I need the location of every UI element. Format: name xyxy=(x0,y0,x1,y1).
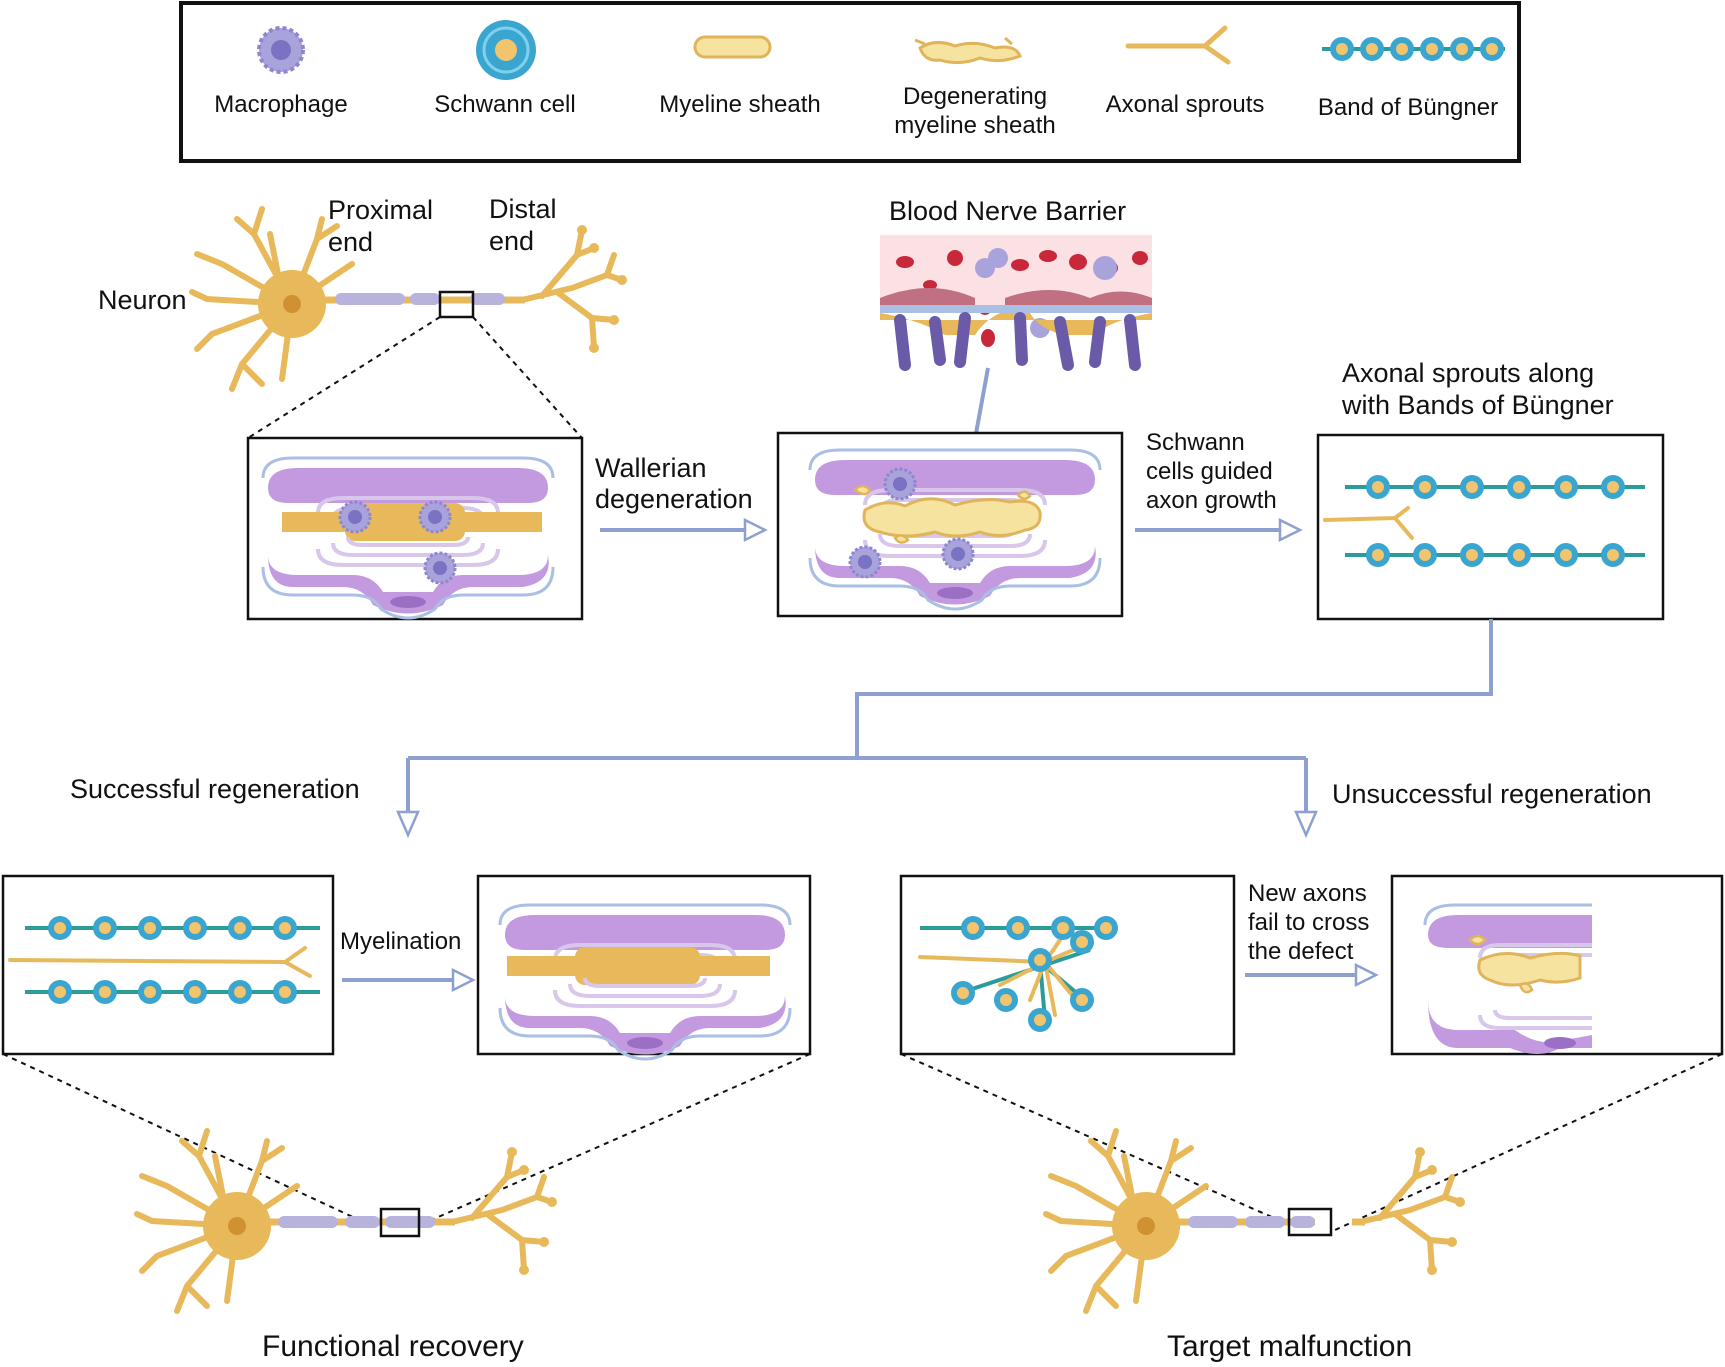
degenerating-myeline-icon xyxy=(914,36,1022,65)
distal-label-2: end xyxy=(489,226,535,256)
blood-nerve-barrier-illustration xyxy=(880,235,1152,371)
legend xyxy=(179,1,1521,163)
panel-remyelinated xyxy=(476,874,812,1061)
fail-arrowhead xyxy=(1354,962,1379,988)
neuron-label: Neuron xyxy=(98,285,187,315)
myeline-sheath-icon xyxy=(693,35,772,59)
legend-label-degenerating-1: Degenerating xyxy=(902,83,1048,110)
target-malfunction-label: Target malfunction xyxy=(1167,1330,1413,1363)
schwann-guided-label-2: cells guided xyxy=(1146,458,1273,485)
schwann-guided-label-1: Schwann xyxy=(1146,429,1245,456)
proximal-label-2: end xyxy=(328,227,374,257)
neuron-target-malfunction xyxy=(1046,1131,1465,1311)
legend-label-degenerating-2: myeline sheath xyxy=(894,112,1056,139)
schwann-guided-label-3: axon growth xyxy=(1146,487,1277,514)
myelination-label: Myelination xyxy=(340,928,462,955)
panel-successful-bands xyxy=(1,874,335,1056)
macrophage-icon xyxy=(257,26,305,74)
wallerian-label-1: Wallerian xyxy=(595,453,707,483)
panel-failed-degeneration xyxy=(1390,874,1724,1056)
fail-label-1: New axons xyxy=(1248,880,1367,907)
axonal-sprouts-label-2: with Bands of Büngner xyxy=(1342,390,1614,420)
blood-nerve-barrier-label: Blood Nerve Barrier xyxy=(889,196,1127,226)
neuron-functional-recovery xyxy=(137,1131,557,1311)
neuron-top xyxy=(192,209,627,439)
unsuccessful-regeneration-label: Unsuccessful regeneration xyxy=(1332,779,1652,809)
myelination-arrowhead xyxy=(451,967,476,993)
distal-label-1: Distal xyxy=(489,194,557,224)
panel-intact-axon xyxy=(246,436,584,621)
bottom-zoom-lines xyxy=(2,1053,1723,1231)
fail-label-2: fail to cross xyxy=(1248,909,1370,936)
legend-label-myeline-sheath: Myeline sheath xyxy=(659,91,821,118)
axonal-sprouts-icon xyxy=(1125,25,1231,65)
proximal-label-1: Proximal xyxy=(328,195,434,225)
legend-label-schwann-cell: Schwann cell xyxy=(434,91,576,118)
functional-recovery-label: Functional recovery xyxy=(262,1330,524,1363)
legend-label-axonal-sprouts: Axonal sprouts xyxy=(1105,91,1265,118)
zoom-region-box xyxy=(438,290,475,319)
branch-connectors xyxy=(406,619,1493,815)
panel-unsuccessful-tangle xyxy=(899,874,1236,1056)
successful-regeneration-label: Successful regeneration xyxy=(70,774,360,804)
wallerian-arrowhead xyxy=(743,517,768,543)
fail-label-3: the defect xyxy=(1248,938,1354,965)
legend-label-band-of-bungner: Band of Büngner xyxy=(1317,94,1499,121)
band-of-bungner-icon xyxy=(1322,37,1505,61)
panel-axonal-sprouts xyxy=(1316,433,1665,621)
legend-label-macrophage: Macrophage xyxy=(214,91,348,118)
axonal-sprouts-label-1: Axonal sprouts along xyxy=(1342,358,1595,388)
wallerian-label-2: degeneration xyxy=(595,484,753,514)
schwann-cell-icon xyxy=(476,20,536,80)
panel-degeneration xyxy=(776,431,1124,618)
schwann-guided-arrowhead xyxy=(1278,517,1303,543)
